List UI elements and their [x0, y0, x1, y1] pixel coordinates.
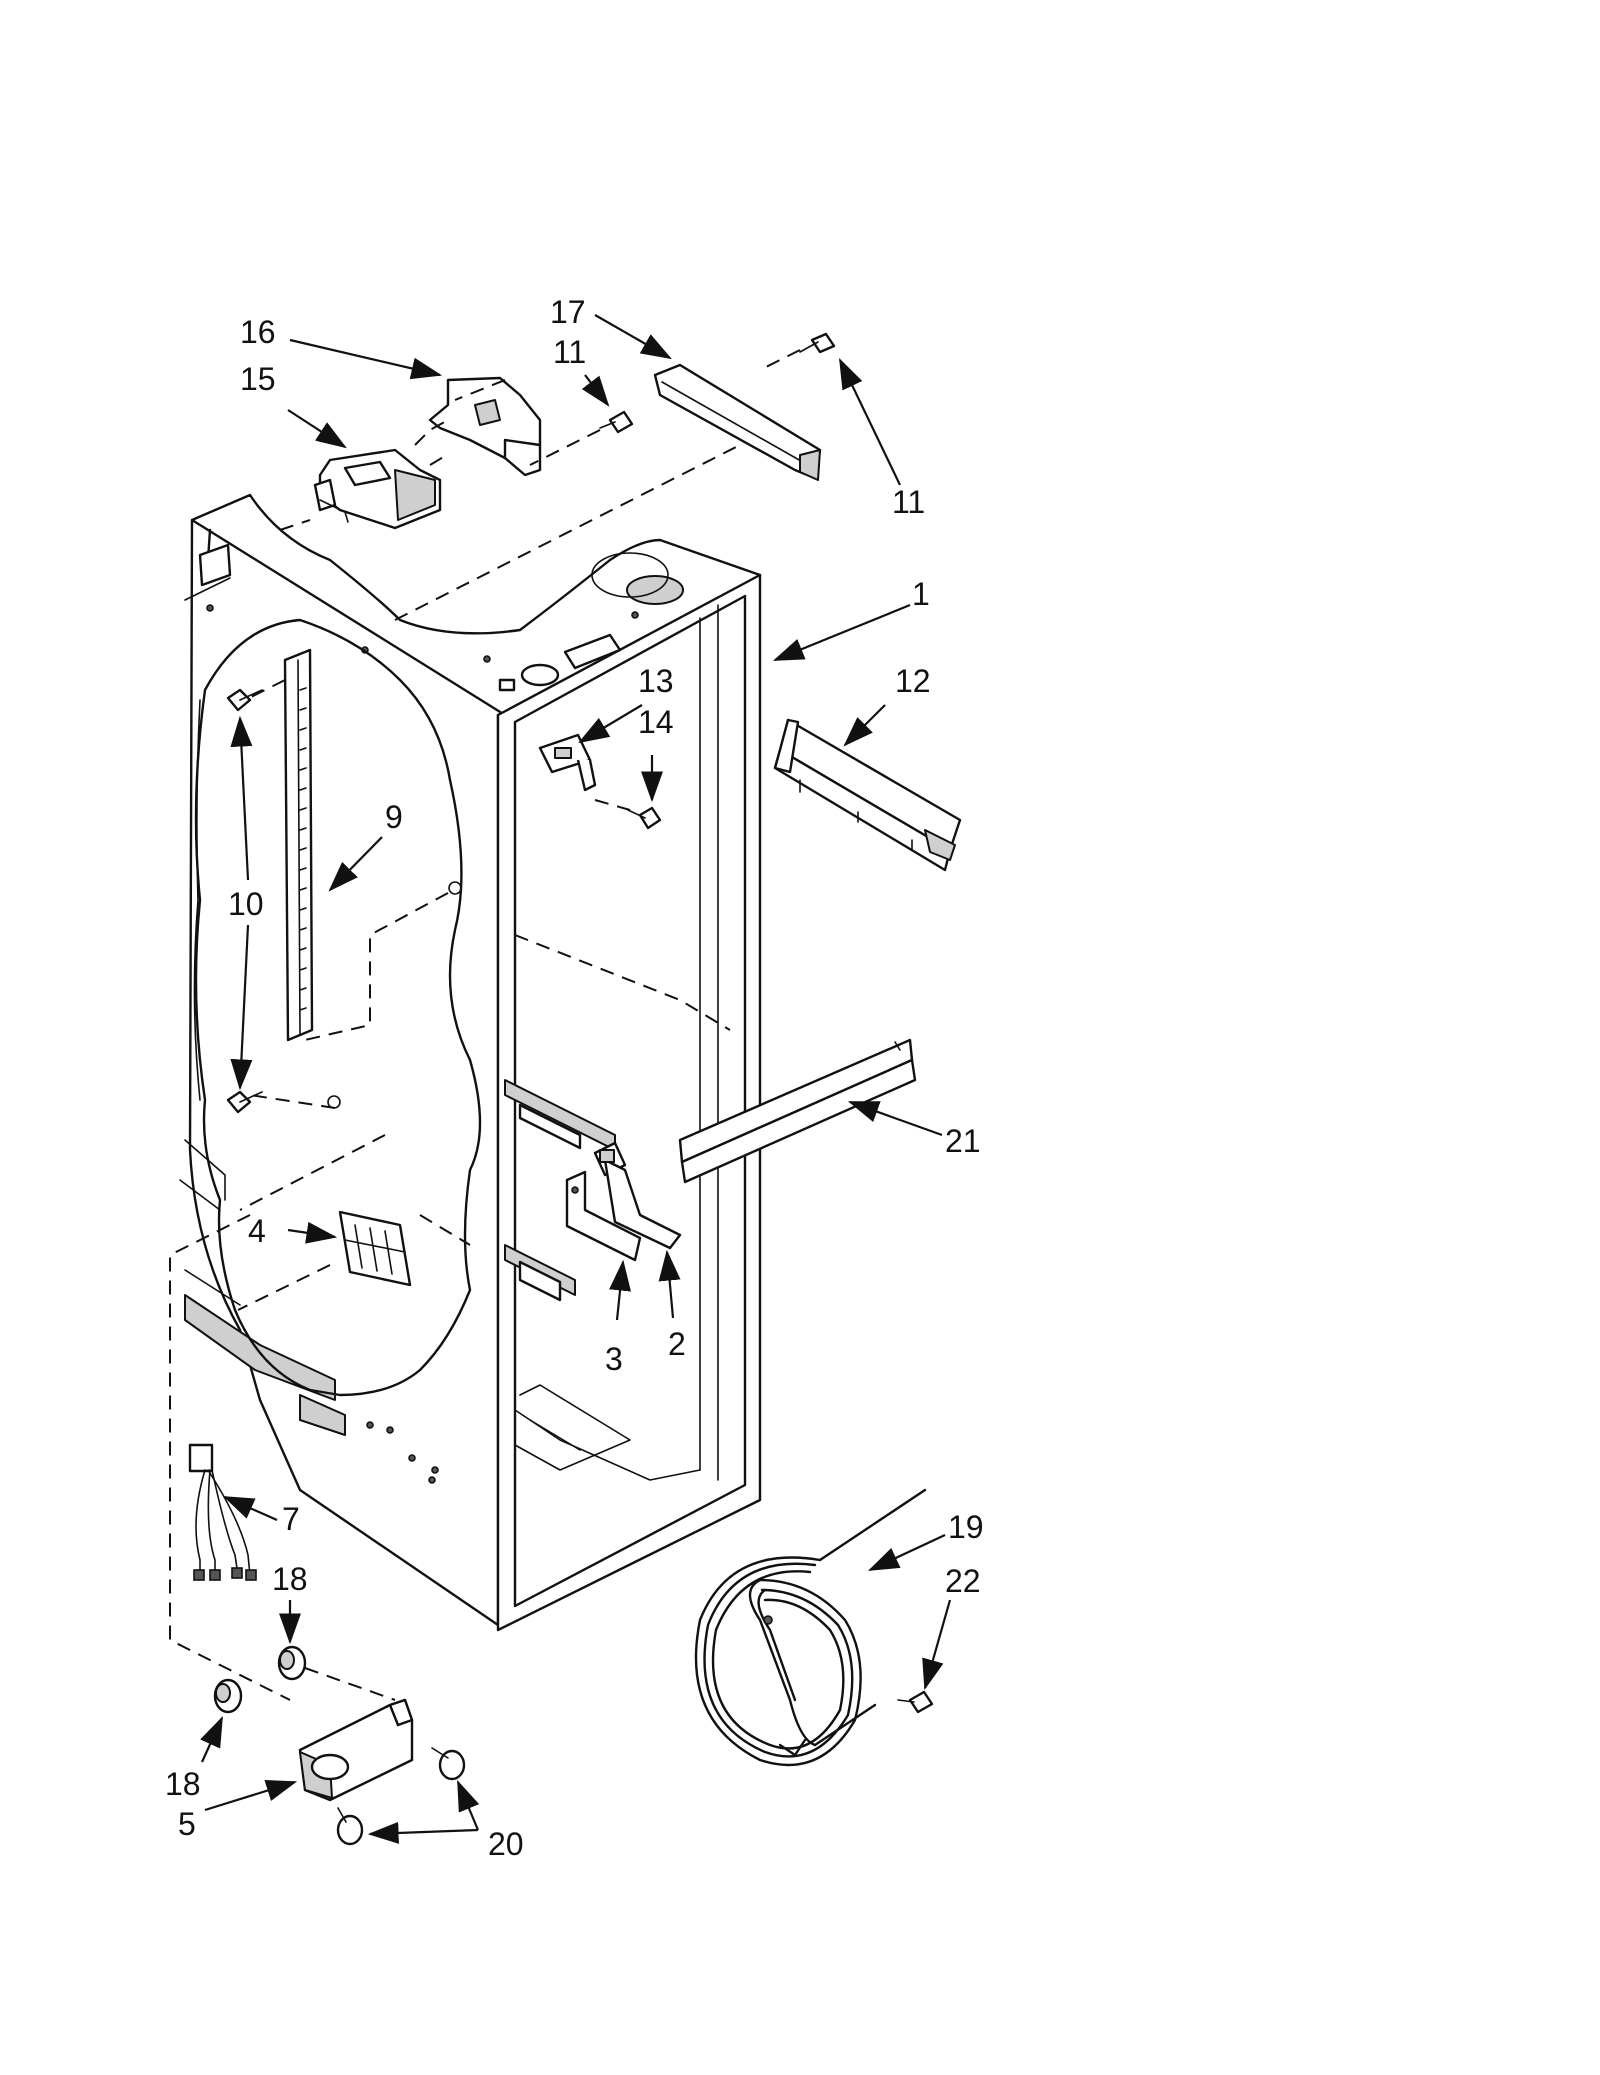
cutaway-outline — [193, 618, 482, 1397]
rail-part-17 — [653, 363, 822, 481]
plug-part-20-right — [431, 1747, 466, 1781]
part-labels: 16 15 17 11 11 1 13 14 12 9 10 21 4 3 2 … — [165, 294, 984, 1862]
label-19: 19 — [948, 1509, 984, 1545]
label-1: 1 — [912, 576, 930, 612]
label-18-bottom: 18 — [165, 1766, 201, 1802]
vent-part-4 — [338, 1210, 412, 1287]
label-11-right: 11 — [892, 484, 925, 520]
wire-harness-part-7 — [188, 1443, 257, 1581]
label-20: 20 — [488, 1826, 524, 1862]
screw-11-right — [799, 332, 836, 354]
label-3: 3 — [605, 1341, 623, 1377]
bracket-part-13 — [538, 733, 597, 792]
label-4: 4 — [248, 1213, 266, 1249]
label-21: 21 — [945, 1123, 981, 1159]
bracket-part-2 — [593, 1141, 682, 1250]
label-10: 10 — [228, 886, 264, 922]
screw-10-lower — [226, 1090, 263, 1114]
label-11-top: 11 — [553, 334, 586, 370]
label-7: 7 — [282, 1501, 300, 1537]
label-15: 15 — [240, 361, 276, 397]
divider-part-21 — [678, 1038, 917, 1184]
label-5: 5 — [178, 1806, 196, 1842]
label-22: 22 — [945, 1563, 981, 1599]
label-13: 13 — [638, 663, 674, 699]
label-18-top: 18 — [272, 1561, 308, 1597]
label-9: 9 — [385, 799, 403, 835]
cabinet-liner — [179, 493, 762, 1632]
screw-part-14 — [627, 806, 662, 830]
label-16: 16 — [240, 314, 276, 350]
control-part-5 — [298, 1698, 414, 1802]
control-housing-part-15 — [313, 448, 442, 530]
screw-10-upper — [226, 688, 263, 712]
label-14: 14 — [638, 704, 674, 740]
shelf-ladder — [283, 648, 462, 1109]
plug-part-20-left — [336, 1807, 364, 1846]
knob-part-18-upper — [277, 1645, 307, 1681]
housing-part-16 — [428, 376, 542, 477]
tube-coil-part-19 — [694, 1488, 927, 1767]
bracket-part-3 — [565, 1170, 642, 1262]
screw-11-top — [599, 410, 634, 434]
screw-part-22 — [897, 1690, 934, 1714]
callout-arrows — [200, 314, 952, 1844]
label-17: 17 — [550, 294, 586, 330]
knob-part-18-lower — [213, 1678, 243, 1714]
label-12: 12 — [895, 663, 931, 699]
label-2: 2 — [668, 1326, 686, 1362]
channel-part-12 — [773, 718, 962, 872]
